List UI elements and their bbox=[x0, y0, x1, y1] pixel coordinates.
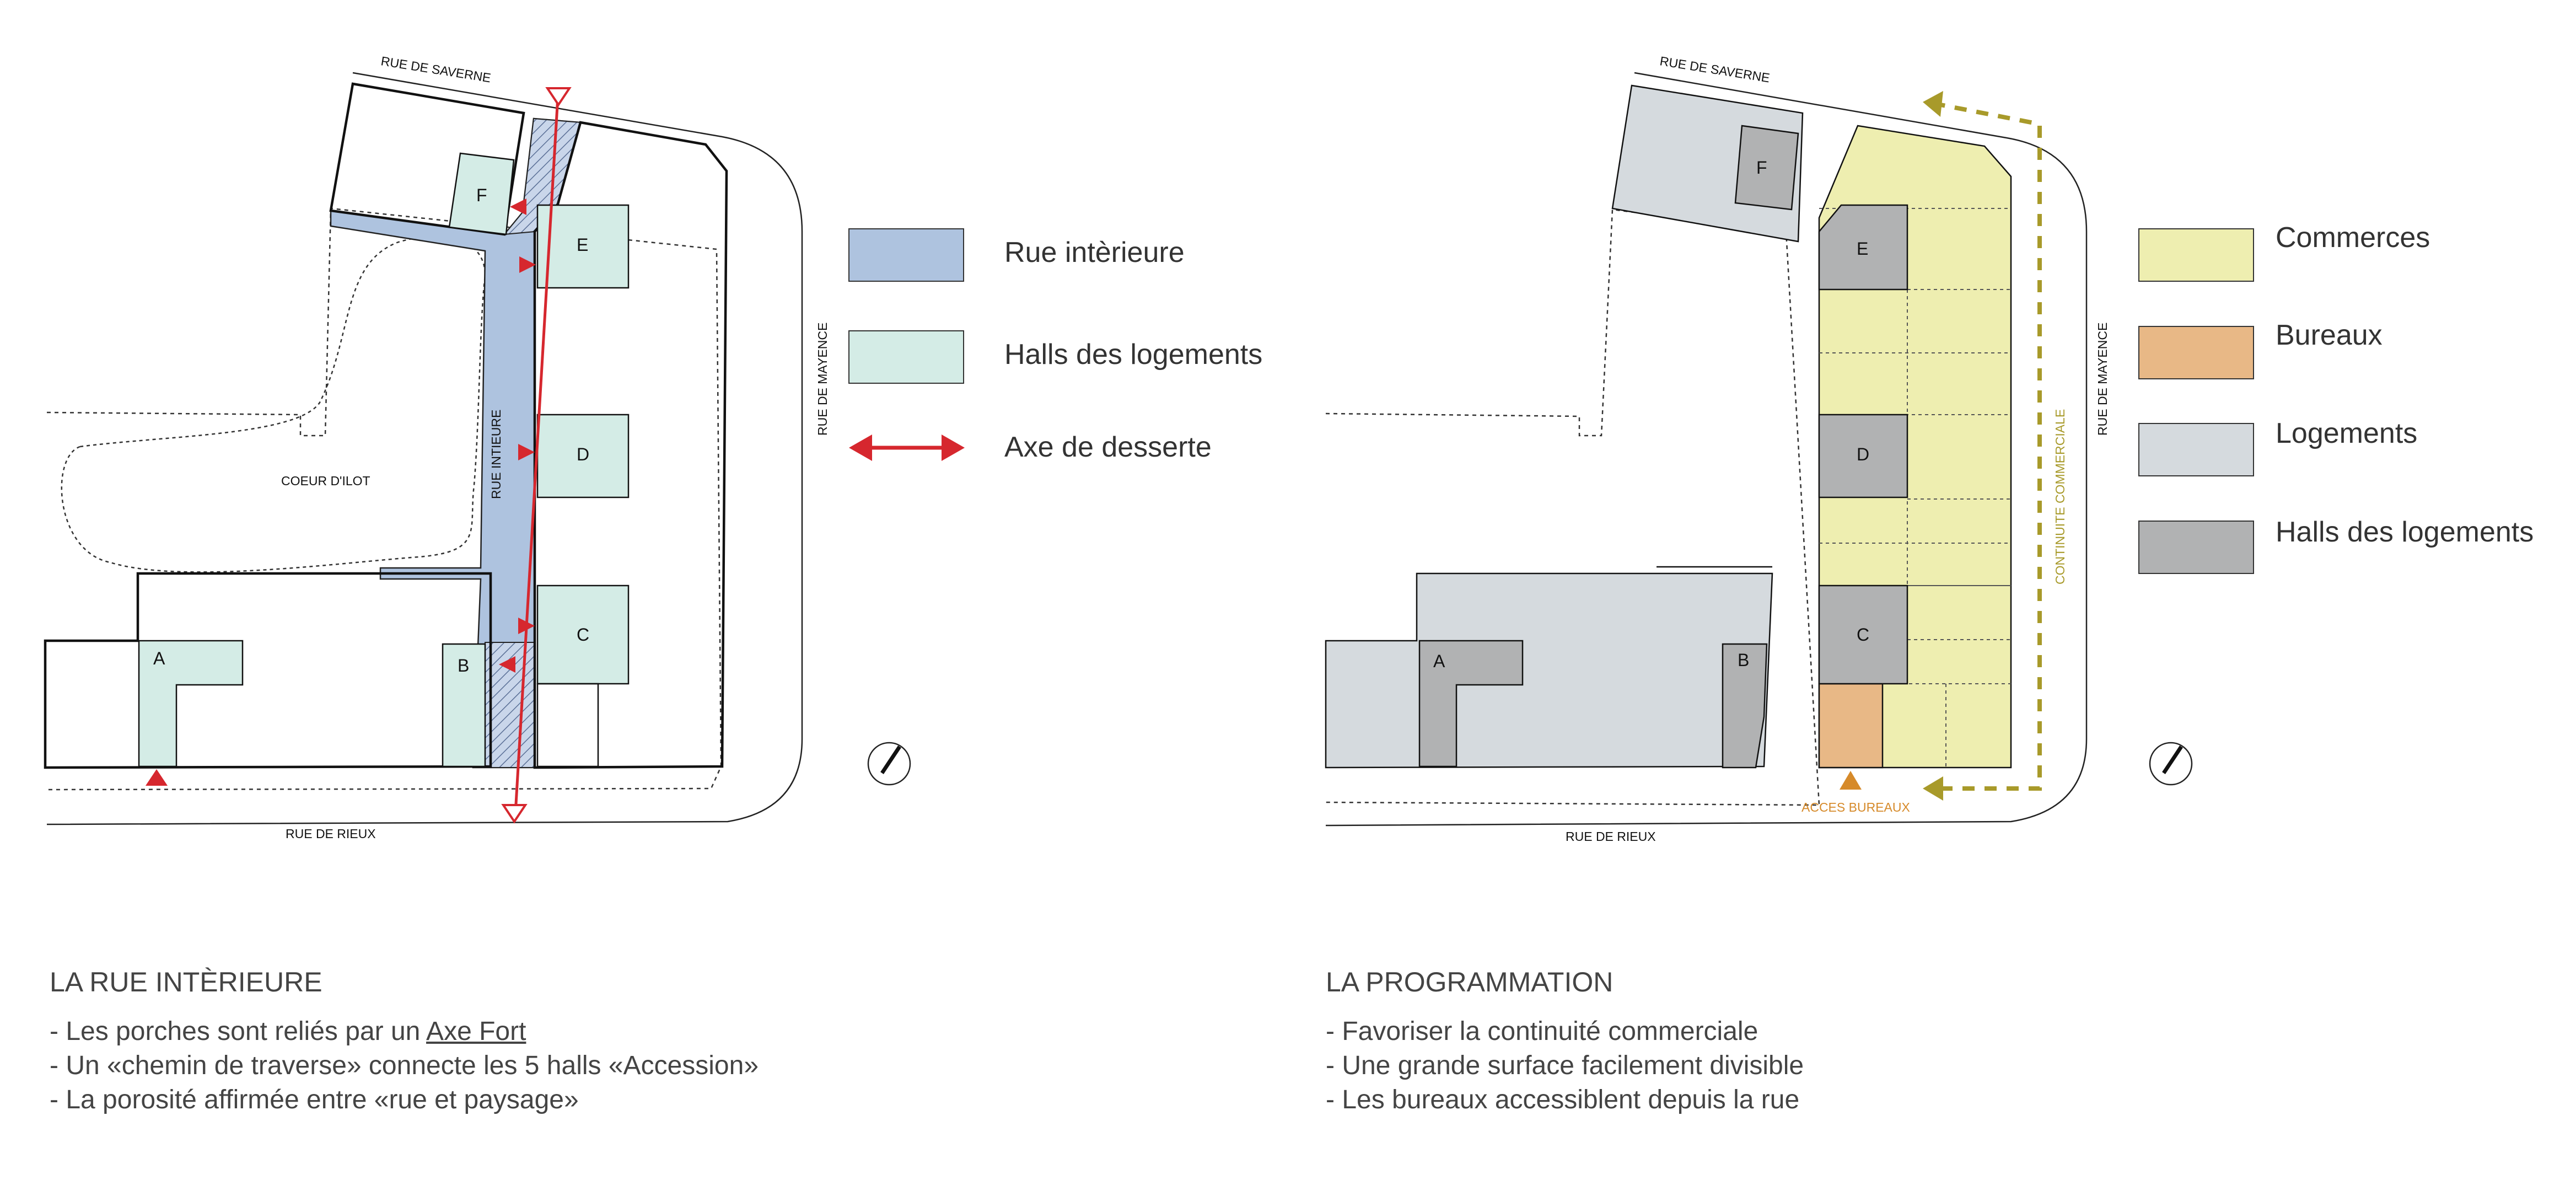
legend-label-commerce: Commerces bbox=[2276, 222, 2430, 254]
caption-left-line-2: - Un «chemin de traverse» connecte les 5… bbox=[50, 1051, 759, 1080]
service-axis bbox=[514, 96, 560, 814]
legend-swatch-halls bbox=[2138, 521, 2254, 574]
hall-b bbox=[442, 643, 486, 768]
street-boundary bbox=[46, 72, 803, 825]
hall-c-label: C bbox=[1857, 625, 1869, 645]
legend-label-halls: Halls des logements bbox=[1004, 339, 1262, 371]
offices bbox=[1818, 683, 1884, 769]
hall-a-label: A bbox=[153, 648, 165, 668]
legend-swatch-offices bbox=[2138, 326, 2254, 379]
hall-a bbox=[1418, 640, 1524, 768]
hall-c bbox=[536, 584, 630, 685]
hall-a bbox=[138, 640, 244, 768]
street-mayence-label: RUE DE MAYENCE bbox=[815, 323, 830, 436]
hall-d-label: D bbox=[1857, 444, 1869, 464]
legend-label-halls: Halls des logements bbox=[2276, 516, 2534, 548]
caption-right: LA PROGRAMMATION - Favoriser la continui… bbox=[1326, 966, 1804, 1117]
office-access-arrow bbox=[1840, 771, 1862, 790]
legend-swatch-halls bbox=[848, 330, 964, 384]
hall-f bbox=[448, 152, 515, 235]
axis-tick-3 bbox=[518, 444, 535, 460]
courtyard-blob bbox=[61, 235, 486, 573]
commercial-continuity-label: CONTINUITE COMMERCIALE bbox=[2053, 409, 2067, 584]
caption-left-line-1-text: - Les porches sont reliés par un bbox=[50, 1017, 427, 1046]
axis-arrow-bottom bbox=[501, 804, 528, 824]
caption-left-line-1: - Les porches sont reliés par un Axe For… bbox=[50, 1015, 759, 1049]
hall-b-label: B bbox=[458, 656, 469, 675]
axis-tick-4 bbox=[518, 618, 535, 634]
hall-a-label: A bbox=[1433, 651, 1445, 671]
hall-c-lower bbox=[536, 683, 599, 768]
axis-tick-5 bbox=[499, 656, 515, 673]
street-mayence-label: RUE DE MAYENCE bbox=[2095, 323, 2110, 436]
axis-tick-2 bbox=[519, 256, 536, 273]
right-legend: Commerces Bureaux Logements Halls des lo… bbox=[2138, 222, 2534, 574]
legend-label-axis: Axe de desserte bbox=[1004, 431, 1212, 463]
legend-swatch-housing bbox=[2138, 423, 2254, 476]
hall-e-label: E bbox=[1857, 239, 1868, 259]
axe-fort-link[interactable]: Axe Fort bbox=[426, 1017, 526, 1046]
north-compass-icon bbox=[867, 742, 911, 786]
hall-f-label: F bbox=[476, 185, 487, 205]
office-access-label: ACCES BUREAUX bbox=[1801, 800, 1910, 814]
legend-double-arrow-icon bbox=[849, 435, 965, 461]
left-legend: Rue intèrieure Halls des logements Axe d… bbox=[848, 228, 1262, 463]
continuity-arrow-head-bottom bbox=[1923, 776, 1943, 801]
caption-right-line-1: - Favoriser la continuité commerciale bbox=[1326, 1017, 1758, 1046]
caption-right-title: LA PROGRAMMATION bbox=[1326, 967, 1614, 997]
north-compass-icon bbox=[2149, 742, 2193, 786]
hall-e-label: E bbox=[577, 235, 588, 255]
hall-c-label: C bbox=[577, 625, 589, 645]
commerce-grid bbox=[1819, 208, 2011, 768]
hall-e bbox=[1818, 204, 1908, 291]
legend-swatch-inner-street bbox=[848, 228, 964, 282]
caption-left-title: LA RUE INTÈRIEURE bbox=[50, 967, 322, 997]
right-plan: RUE DE SAVERNE RUE DE MAYENCE RUE DE RIE… bbox=[1325, 53, 2193, 844]
street-boundary bbox=[1325, 72, 2088, 827]
building-south bbox=[44, 572, 492, 769]
hall-c bbox=[1818, 584, 1908, 685]
hall-b-label: B bbox=[1738, 650, 1749, 670]
legend-label-inner-street: Rue intèrieure bbox=[1004, 237, 1185, 269]
hall-f-label: F bbox=[1756, 158, 1767, 178]
street-rieux-label: RUE DE RIEUX bbox=[1566, 829, 1656, 844]
hall-f bbox=[1734, 125, 1799, 211]
left-plan: RUE DE SAVERNE RUE DE MAYENCE RUE DE RIE… bbox=[44, 53, 911, 841]
caption-right-line-2: - Une grande surface facilement divisibl… bbox=[1326, 1051, 1804, 1080]
legend-label-offices: Bureaux bbox=[2276, 319, 2383, 351]
caption-left-line-3: - La porosité affirmée entre «rue et pay… bbox=[50, 1085, 579, 1114]
caption-right-line-3: - Les bureaux accessiblent depuis la rue bbox=[1326, 1085, 1800, 1114]
street-rieux-label: RUE DE RIEUX bbox=[286, 827, 376, 841]
courtyard-label: COEUR D'ILOT bbox=[281, 474, 370, 488]
legend-label-housing: Logements bbox=[2276, 417, 2417, 449]
caption-left: LA RUE INTÈRIEURE - Les porches sont rel… bbox=[50, 966, 759, 1117]
hall-d-label: D bbox=[577, 444, 589, 464]
inner-street-label: RUE INTIEURE bbox=[489, 410, 503, 499]
axis-arrow-top bbox=[545, 87, 572, 107]
hall-a-entry-arrow bbox=[146, 769, 168, 786]
continuity-arrow-head-top bbox=[1923, 91, 1943, 117]
hall-b bbox=[1722, 643, 1768, 769]
plot-outline bbox=[1325, 208, 1820, 806]
legend-swatch-commerce bbox=[2138, 228, 2254, 282]
commercial-continuity-arrow bbox=[1940, 103, 2042, 791]
housing-south bbox=[1325, 572, 1773, 769]
hall-e bbox=[536, 204, 630, 289]
axis-tick-1 bbox=[510, 199, 526, 215]
hall-d bbox=[1818, 414, 1908, 498]
